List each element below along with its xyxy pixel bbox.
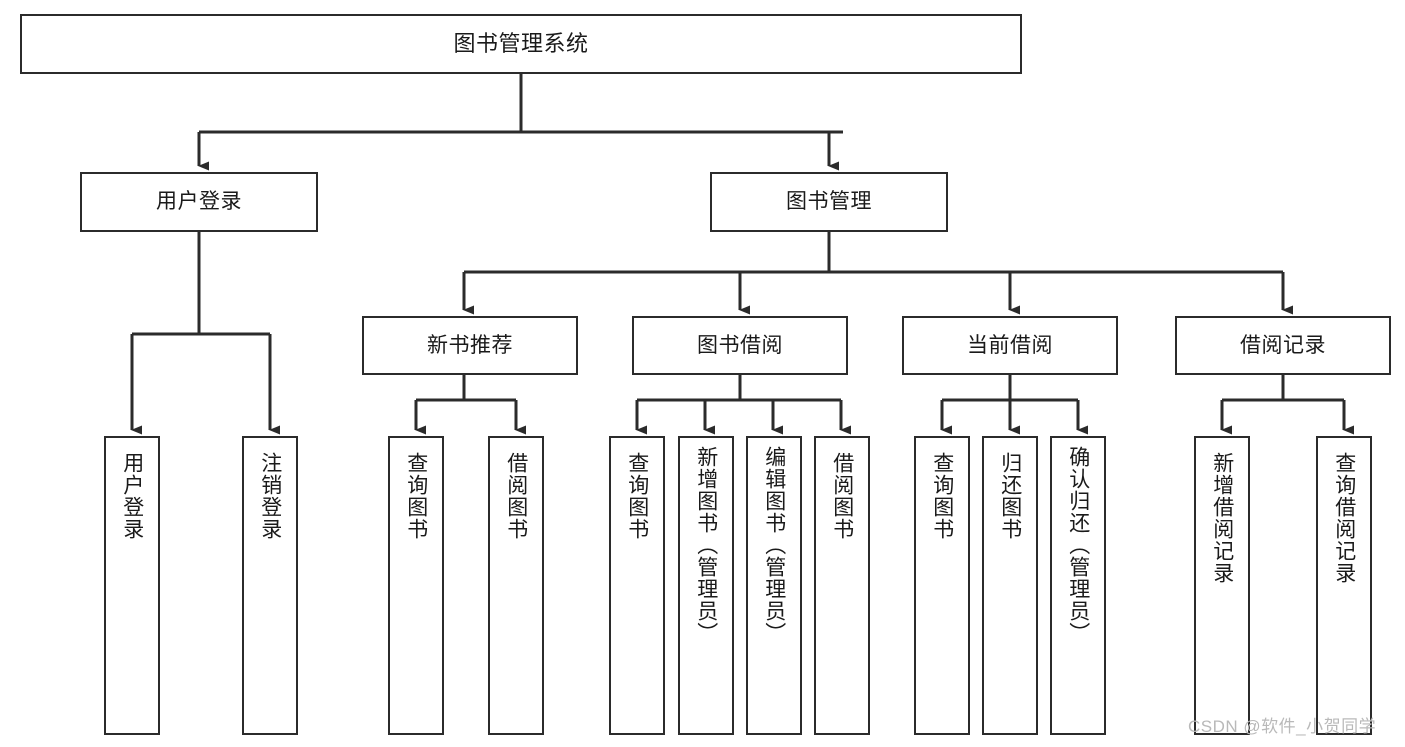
- node-leaf-user-login-label: 用户登录: [120, 452, 144, 540]
- node-current-borrow-label: 当前借阅: [967, 333, 1053, 357]
- node-current-borrow[interactable]: 当前借阅: [902, 316, 1118, 375]
- node-leaf-edit-book-admin-label: 编辑图书（管理员）: [762, 446, 786, 644]
- node-leaf-return-book-label: 归还图书: [998, 452, 1022, 540]
- node-leaf-user-login[interactable]: 用户登录: [104, 436, 160, 735]
- node-leaf-query-borrow-record-label: 查询借阅记录: [1332, 452, 1356, 584]
- node-new-book-recommendation[interactable]: 新书推荐: [362, 316, 578, 375]
- node-leaf-add-borrow-record-label: 新增借阅记录: [1210, 452, 1234, 584]
- node-leaf-query-book-borrow-label: 查询图书: [625, 452, 649, 540]
- node-leaf-return-book[interactable]: 归还图书: [982, 436, 1038, 735]
- node-leaf-logout-label: 注销登录: [258, 452, 282, 540]
- node-root-system[interactable]: 图书管理系统: [20, 14, 1022, 74]
- node-leaf-add-borrow-record[interactable]: 新增借阅记录: [1194, 436, 1250, 735]
- node-leaf-borrow-book-new-rec[interactable]: 借阅图书: [488, 436, 544, 735]
- node-root-system-label: 图书管理系统: [453, 30, 589, 56]
- node-borrow-record[interactable]: 借阅记录: [1175, 316, 1391, 375]
- node-book-manage-label: 图书管理: [786, 190, 872, 214]
- node-leaf-add-book-admin-label: 新增图书（管理员）: [694, 446, 718, 644]
- node-leaf-edit-book-admin[interactable]: 编辑图书（管理员）: [746, 436, 802, 735]
- node-borrow-record-label: 借阅记录: [1240, 333, 1326, 357]
- node-leaf-query-book-new-rec[interactable]: 查询图书: [388, 436, 444, 735]
- node-user-login[interactable]: 用户登录: [80, 172, 318, 232]
- node-book-borrow[interactable]: 图书借阅: [632, 316, 848, 375]
- node-leaf-query-borrow-record[interactable]: 查询借阅记录: [1316, 436, 1372, 735]
- node-new-book-recommendation-label: 新书推荐: [427, 333, 513, 357]
- node-leaf-confirm-return-admin-label: 确认归还（管理员）: [1066, 446, 1090, 644]
- node-leaf-query-book-current[interactable]: 查询图书: [914, 436, 970, 735]
- node-leaf-logout[interactable]: 注销登录: [242, 436, 298, 735]
- node-user-login-label: 用户登录: [156, 190, 242, 214]
- node-leaf-borrow-book-borrow-label: 借阅图书: [830, 452, 854, 540]
- node-leaf-query-book-current-label: 查询图书: [930, 452, 954, 540]
- node-leaf-query-book-new-rec-label: 查询图书: [404, 452, 428, 540]
- node-leaf-query-book-borrow[interactable]: 查询图书: [609, 436, 665, 735]
- node-book-borrow-label: 图书借阅: [697, 333, 783, 357]
- node-book-manage[interactable]: 图书管理: [710, 172, 948, 232]
- node-leaf-confirm-return-admin[interactable]: 确认归还（管理员）: [1050, 436, 1106, 735]
- node-leaf-add-book-admin[interactable]: 新增图书（管理员）: [678, 436, 734, 735]
- node-leaf-borrow-book-new-rec-label: 借阅图书: [504, 452, 528, 540]
- node-leaf-borrow-book-borrow[interactable]: 借阅图书: [814, 436, 870, 735]
